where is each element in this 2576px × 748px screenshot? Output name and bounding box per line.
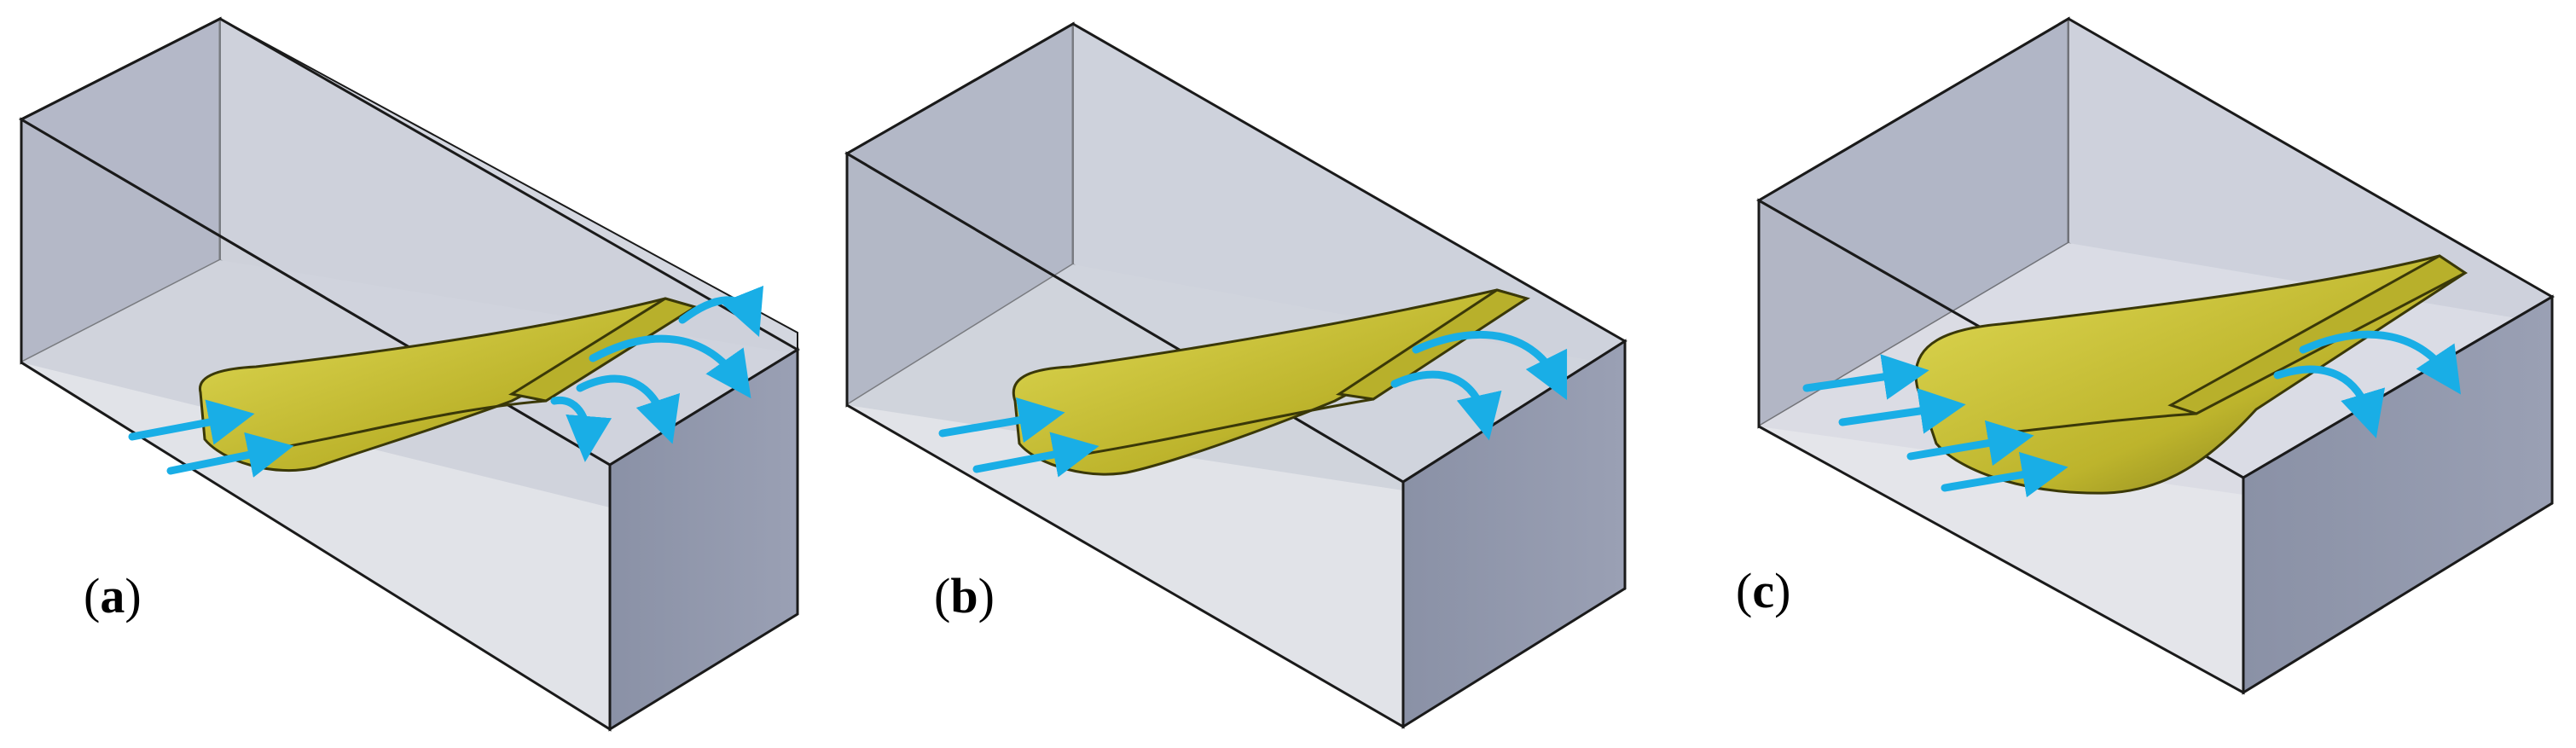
outflow-arrows xyxy=(1390,330,1568,441)
panel-label-c: (c) xyxy=(1736,563,1790,618)
panel-a: (a) xyxy=(18,16,800,732)
blade-trailing-edge xyxy=(255,399,547,454)
inflow-arrow xyxy=(972,432,1099,478)
outflow-arrows xyxy=(2273,330,2461,438)
panel-label-a: (a) xyxy=(84,568,142,623)
inflow-arrow xyxy=(128,399,255,445)
panel-c: (c) xyxy=(1736,16,2555,695)
curved-arrow xyxy=(1412,330,1568,401)
curved-arrow xyxy=(678,285,764,338)
inflow-arrows xyxy=(938,397,1099,478)
inflow-arrow xyxy=(938,397,1065,444)
curved-arrow xyxy=(589,334,751,399)
outflow-arrows xyxy=(550,285,764,462)
inflow-arrow xyxy=(1838,388,1966,434)
inflow-arrow xyxy=(1906,420,2034,467)
inflow-arrows xyxy=(128,399,294,478)
inflow-arrow xyxy=(1802,354,1929,400)
inflow-arrow xyxy=(1941,451,2068,498)
panel-label-b: (b) xyxy=(934,568,995,623)
inflow-arrows xyxy=(1802,354,2068,498)
curved-arrow xyxy=(576,374,681,444)
inflow-arrow xyxy=(166,432,294,478)
panel-b: (b) xyxy=(844,21,1627,729)
curved-arrow xyxy=(550,396,612,462)
curved-arrow xyxy=(2273,365,2386,438)
blade-trailing-edge xyxy=(1070,397,1374,458)
curved-arrow xyxy=(2299,330,2461,395)
curved-arrow xyxy=(1390,370,1502,441)
